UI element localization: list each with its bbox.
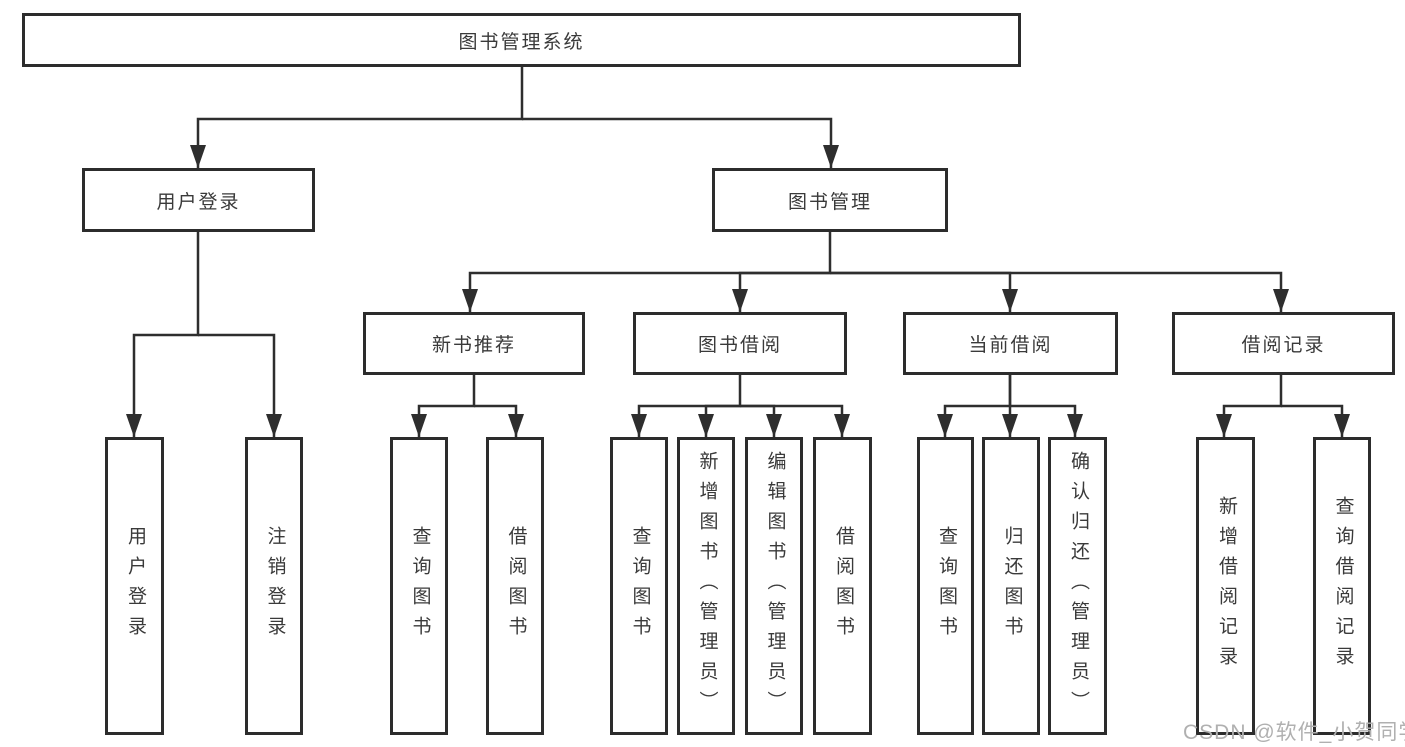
leaf-borrow-books-2-label: 借阅图书: [832, 526, 854, 646]
leaf-return-books-label: 归还图书: [1001, 526, 1023, 646]
leaf-borrow-books-1-label: 借阅图书: [505, 526, 527, 646]
leaf-borrow-books-2: 借阅图书: [813, 437, 872, 735]
node-book-borrowing: 图书借阅: [633, 312, 847, 375]
node-current-borrowing: 当前借阅: [903, 312, 1118, 375]
leaf-return-books: 归还图书: [982, 437, 1040, 735]
leaf-query-borrow-record: 查询借阅记录: [1313, 437, 1371, 735]
leaf-query-books-1-label: 查询图书: [409, 526, 431, 646]
node-user-login: 用户登录: [82, 168, 315, 232]
leaf-query-books-2: 查询图书: [610, 437, 668, 735]
node-borrowing-records: 借阅记录: [1172, 312, 1395, 375]
leaf-logout: 注销登录: [245, 437, 303, 735]
leaf-confirm-return-admin-label: 确认归还（管理员）: [1067, 451, 1089, 721]
leaf-user-login: 用户登录: [105, 437, 164, 735]
node-new-book-recommendation: 新书推荐: [363, 312, 585, 375]
leaf-query-books-3: 查询图书: [917, 437, 974, 735]
leaf-query-books-2-label: 查询图书: [629, 526, 651, 646]
leaf-query-books-1: 查询图书: [390, 437, 448, 735]
leaf-edit-book-admin-label: 编辑图书（管理员）: [764, 451, 786, 721]
leaf-logout-label: 注销登录: [264, 526, 286, 646]
leaf-query-borrow-record-label: 查询借阅记录: [1332, 496, 1354, 676]
leaf-add-borrow-record-label: 新增借阅记录: [1215, 496, 1237, 676]
leaf-user-login-label: 用户登录: [124, 526, 146, 646]
leaf-add-book-admin-label: 新增图书（管理员）: [696, 451, 718, 721]
node-book-management: 图书管理: [712, 168, 948, 232]
node-library-management-system: 图书管理系统: [22, 13, 1021, 67]
leaf-confirm-return-admin: 确认归还（管理员）: [1048, 437, 1107, 735]
csdn-watermark: CSDN @软件_小贺同学: [1183, 721, 1405, 744]
leaf-add-book-admin: 新增图书（管理员）: [677, 437, 735, 735]
leaf-borrow-books-1: 借阅图书: [486, 437, 544, 735]
leaf-add-borrow-record: 新增借阅记录: [1196, 437, 1255, 735]
leaf-query-books-3-label: 查询图书: [935, 526, 957, 646]
leaf-edit-book-admin: 编辑图书（管理员）: [745, 437, 803, 735]
